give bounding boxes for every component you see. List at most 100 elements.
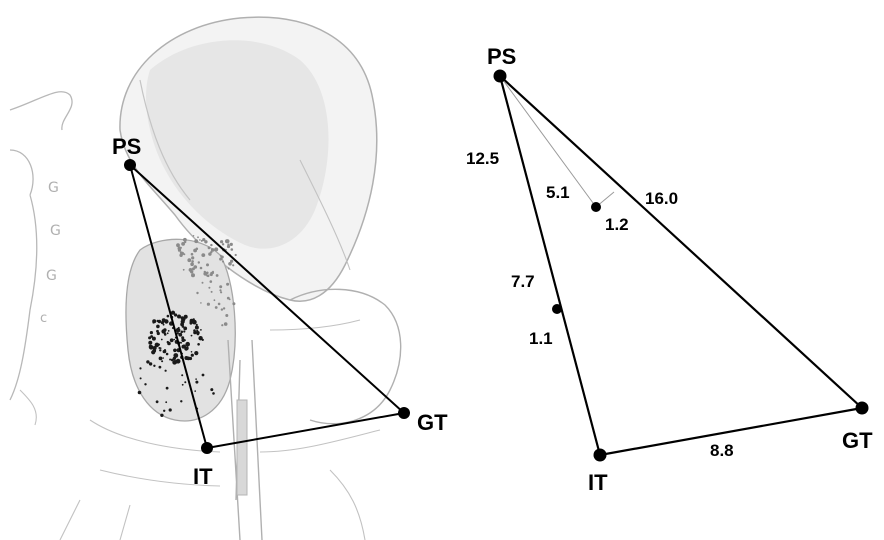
scatter-dot [215, 306, 218, 309]
scatter-dot [232, 264, 234, 266]
scatter-dot [208, 287, 210, 289]
scatter-dot [212, 392, 215, 395]
scatter-dot [156, 400, 159, 403]
scatter-dot [190, 262, 194, 266]
scatter-dot [196, 324, 198, 326]
scatter-dot [220, 291, 222, 293]
scatter-dot [198, 261, 200, 263]
scatter-dot [225, 314, 228, 317]
scatter-dot [176, 328, 181, 333]
scatter-dot [230, 243, 233, 246]
scatter-dot [159, 349, 161, 351]
scatter-dot [183, 269, 185, 271]
scatter-dot [197, 343, 200, 346]
scatter-dot [195, 381, 198, 384]
scatter-dot [182, 384, 184, 386]
measure-point-b-offset: 1.1 [529, 329, 553, 348]
scatter-dot [200, 267, 203, 270]
scatter-dot [166, 387, 169, 390]
scatter-dot [163, 350, 166, 353]
scatter-dot [193, 235, 195, 237]
scatter-dot [193, 329, 196, 332]
scatter-dot [208, 252, 211, 255]
scatter-dot [189, 268, 193, 272]
scatter-dot [201, 240, 203, 242]
right-line-ps-gt [500, 76, 862, 408]
scatter-dot [159, 357, 163, 361]
scatter-dot [173, 349, 177, 353]
scatter-dot [211, 291, 213, 293]
hip-socket-outline [290, 289, 401, 423]
scatter-dot [193, 249, 197, 253]
scatter-dot [165, 401, 167, 403]
measure-ps-gt: 16.0 [645, 189, 678, 208]
scatter-dot [191, 260, 194, 263]
right-vertex-gt [856, 402, 869, 415]
scatter-dot [191, 273, 195, 277]
scatter-dot [194, 239, 198, 243]
scatter-dot [182, 325, 185, 328]
left-anatomy-panel: G G G c PS GT IT [10, 17, 448, 540]
scatter-dot [138, 391, 142, 395]
scatter-dot [191, 253, 194, 256]
scatter-dot [219, 289, 221, 291]
scatter-dot [157, 320, 159, 322]
scatter-dot [163, 328, 166, 331]
scatter-dot [223, 307, 225, 309]
scatter-dot [204, 240, 207, 243]
femur-highlight [237, 400, 247, 495]
vertebra-mark-4: c [40, 311, 47, 326]
scatter-dot [178, 333, 182, 337]
scatter-dot [163, 324, 165, 326]
scatter-dot [197, 333, 200, 336]
scatter-dot [194, 265, 198, 269]
scatter-dot [150, 331, 153, 334]
left-label-ps: PS [112, 134, 141, 159]
scatter-dot [158, 344, 160, 346]
scatter-dot [210, 280, 213, 283]
scatter-dot [199, 239, 201, 241]
scatter-dot [152, 319, 156, 323]
obturator-region [126, 239, 235, 421]
scatter-dot [202, 374, 205, 377]
scatter-dot [194, 390, 196, 392]
scatter-dot [178, 327, 180, 329]
scatter-dot [222, 243, 224, 245]
scatter-dot [218, 303, 221, 306]
sacrum-outline [10, 92, 72, 400]
scatter-dot [222, 261, 224, 263]
scatter-dot [183, 330, 185, 332]
scatter-dot [202, 339, 204, 341]
scatter-dot [191, 256, 194, 259]
scatter-dot [146, 360, 149, 363]
scatter-dot [160, 414, 163, 417]
scatter-dot [150, 363, 152, 365]
right-label-gt: GT [842, 428, 873, 453]
scatter-dot [181, 338, 185, 342]
scatter-dot [150, 335, 153, 338]
scatter-dot [180, 247, 182, 249]
scatter-dot [214, 299, 216, 301]
scatter-dot [202, 282, 204, 284]
scatter-dot [174, 313, 177, 316]
scatter-dot [200, 302, 202, 304]
left-vertex-it [201, 442, 213, 454]
scatter-dot [168, 330, 170, 332]
scatter-dot [235, 254, 237, 256]
scatter-dot [207, 303, 210, 306]
scatter-dot [156, 325, 160, 329]
scatter-dot [232, 302, 235, 305]
scatter-dot [156, 330, 159, 333]
scatter-dot [167, 315, 170, 318]
scatter-dot [166, 353, 169, 356]
left-vertex-gt [398, 407, 410, 419]
measure-point-a-along: 5.1 [546, 183, 570, 202]
measure-point-b-along: 7.7 [511, 272, 535, 291]
scatter-dot [206, 263, 209, 266]
scatter-dot [162, 357, 164, 359]
right-point-a [591, 202, 601, 212]
scatter-dot [201, 253, 205, 257]
scatter-dot [210, 273, 213, 276]
scatter-dot [191, 354, 194, 357]
